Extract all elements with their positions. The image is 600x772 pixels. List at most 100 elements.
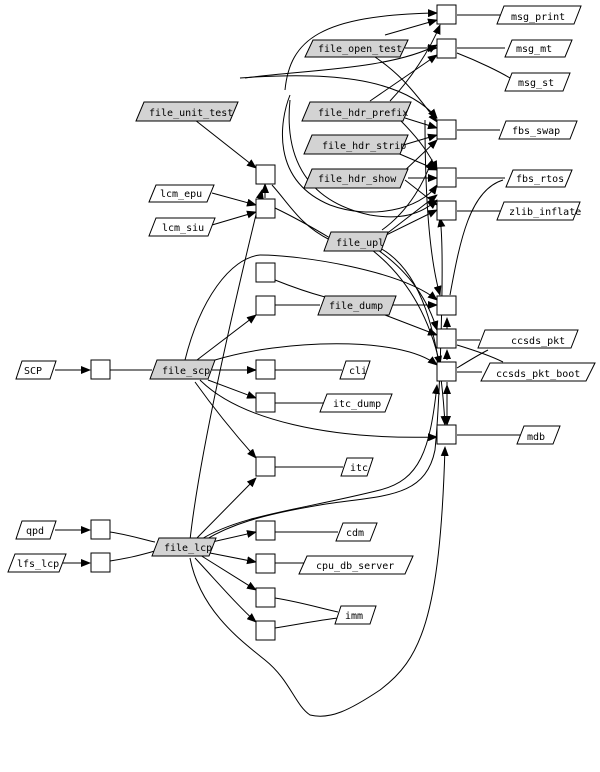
package-node[interactable]: SCP	[15, 360, 57, 380]
package-node[interactable]: lfs_lcp	[7, 553, 67, 573]
edge	[379, 247, 449, 426]
package-node[interactable]: msg_mt	[504, 39, 573, 58]
link-box	[436, 295, 457, 316]
package-label: zlib_inflate	[509, 207, 581, 218]
package-label: lcm_siu	[162, 223, 204, 234]
program-label: file_hdr_show	[318, 174, 397, 185]
program-label: file_lcp	[164, 543, 212, 554]
package-node[interactable]: zlib_inflate	[496, 201, 581, 221]
program-node[interactable]: file_scp	[149, 359, 216, 380]
program-node[interactable]: file_open_test	[304, 39, 409, 58]
edge	[211, 192, 257, 207]
package-label: ccsds_pkt_boot	[496, 369, 580, 380]
edge	[369, 54, 438, 102]
edge	[199, 384, 441, 541]
edge	[424, 119, 442, 296]
link-box	[90, 359, 111, 380]
edge	[244, 44, 438, 79]
link-box	[90, 552, 111, 573]
edge	[456, 349, 489, 369]
package-label: fbs_swap	[512, 126, 560, 137]
package-label: mdb	[527, 432, 545, 443]
program-label: file_hdr_prefix	[318, 108, 408, 119]
edge	[204, 217, 446, 541]
link-box	[436, 38, 457, 59]
edge	[274, 617, 339, 629]
package-node[interactable]: msg_st	[504, 72, 571, 92]
package-label: cpu_db_server	[316, 561, 394, 572]
program-node-shape	[323, 231, 389, 252]
program-node[interactable]: file_lcp	[151, 537, 217, 557]
package-node[interactable]: fbs_rtos	[505, 169, 573, 188]
link-box	[436, 328, 457, 349]
edge	[189, 446, 449, 717]
edge	[199, 379, 438, 442]
package-node[interactable]: cpu_db_server	[298, 555, 414, 575]
package-node[interactable]: lcm_siu	[148, 217, 216, 237]
package-node-shape	[148, 184, 215, 203]
program-node[interactable]: file_upl	[323, 231, 389, 252]
edge	[194, 381, 257, 459]
program-label: file_unit_test	[149, 108, 233, 119]
link-box	[255, 456, 276, 477]
package-node[interactable]: imm	[334, 605, 377, 625]
edge	[207, 379, 257, 399]
package-label: SCP	[24, 366, 42, 377]
package-node-shape	[480, 362, 596, 382]
package-node[interactable]: cli	[339, 360, 371, 380]
package-label: cli	[349, 366, 367, 377]
link-box	[255, 164, 276, 185]
link-box	[255, 553, 276, 574]
package-node-shape	[504, 39, 573, 58]
edge	[194, 477, 257, 541]
edge	[274, 597, 339, 613]
program-node-shape	[304, 39, 409, 58]
package-node[interactable]: lcm_epu	[148, 184, 215, 203]
package-node-shape	[298, 555, 414, 575]
edge	[214, 343, 438, 366]
program-label: file_scp	[162, 366, 210, 377]
edge	[196, 314, 257, 361]
package-label: itc	[350, 463, 368, 474]
edge	[384, 18, 438, 36]
package-label: ccsds_pkt	[511, 336, 565, 347]
package-node[interactable]: mdb	[516, 425, 561, 445]
edge	[384, 194, 438, 236]
package-label: qpd	[26, 526, 44, 537]
program-node-shape	[135, 101, 239, 122]
package-node[interactable]: ccsds_pkt	[477, 329, 579, 349]
edge	[199, 554, 257, 591]
program-node[interactable]: file_hdr_strip	[303, 134, 409, 155]
program-node[interactable]: file_dump	[317, 295, 397, 316]
edge	[109, 531, 156, 543]
program-label: file_upl	[336, 238, 384, 249]
link-box	[255, 587, 276, 608]
program-node[interactable]: file_hdr_show	[303, 168, 409, 189]
program-label: file_open_test	[318, 44, 402, 55]
package-node[interactable]: fbs_swap	[498, 120, 578, 140]
package-node[interactable]: msg_print	[496, 5, 582, 25]
package-node[interactable]: itc_dump	[319, 393, 393, 413]
link-box	[255, 520, 276, 541]
edge	[288, 99, 438, 218]
package-node[interactable]: qpd	[15, 520, 57, 540]
program-node-shape	[303, 168, 409, 189]
edge	[211, 530, 257, 543]
package-node-shape	[340, 457, 374, 477]
package-label: cdm	[346, 528, 364, 539]
package-node[interactable]: ccsds_pkt_boot	[480, 362, 596, 382]
package-node-shape	[516, 425, 561, 445]
program-node[interactable]: file_hdr_prefix	[301, 101, 412, 122]
program-label: file_dump	[329, 301, 383, 312]
edge	[456, 344, 504, 363]
package-node-shape	[339, 360, 371, 380]
package-node-shape	[498, 120, 578, 140]
edge	[399, 133, 438, 147]
program-node[interactable]: file_unit_test	[135, 101, 239, 122]
package-node-shape	[15, 360, 57, 380]
program-label: file_hdr_strip	[322, 141, 406, 152]
package-node[interactable]: cdm	[335, 522, 378, 542]
package-label: itc_dump	[333, 399, 381, 410]
edge	[394, 151, 438, 171]
package-node[interactable]: itc	[340, 457, 374, 477]
